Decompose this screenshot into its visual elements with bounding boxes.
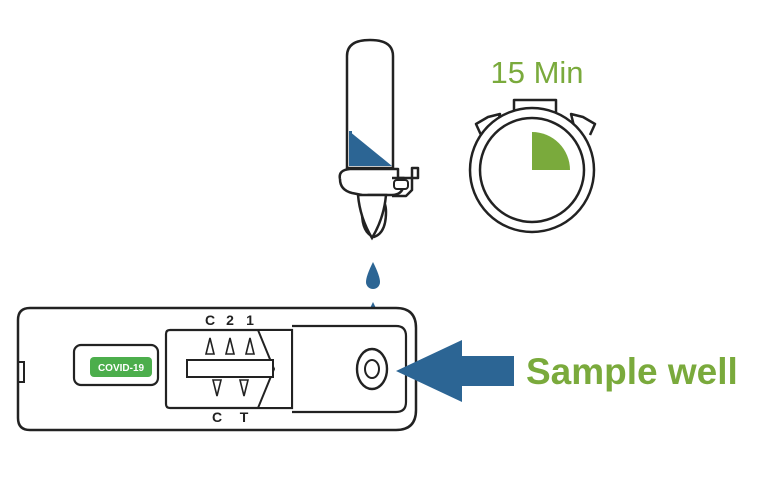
- sample-well-inner: [364, 359, 380, 379]
- bottom-mark-label-1: C: [212, 409, 222, 425]
- stopwatch-elapsed-wedge: [532, 132, 570, 170]
- top-mark-label-3: 1: [246, 312, 254, 328]
- top-mark-arrow-1: [204, 337, 216, 355]
- dropper-nozzle: [356, 193, 388, 241]
- covid-badge: [90, 357, 152, 377]
- dropper-liquid: [349, 131, 392, 166]
- stopwatch-icon: [468, 98, 597, 234]
- drop-1: [366, 262, 380, 289]
- sample-well-arrow: [396, 340, 514, 402]
- top-mark-label-1: C: [205, 312, 215, 328]
- dropper-clip: [392, 166, 420, 198]
- bottom-mark-arrow-1: [211, 379, 223, 397]
- top-mark-arrow-2: [224, 337, 236, 355]
- bottom-mark-label-2: T: [240, 409, 249, 425]
- dropper-tube: [345, 38, 395, 170]
- timer-label: 15 Min: [490, 55, 583, 90]
- top-mark-label-2: 2: [226, 312, 234, 328]
- stopwatch-right-button: [569, 112, 597, 136]
- top-mark-arrow-3: [244, 337, 256, 355]
- test-strip: [186, 359, 274, 378]
- dropper: [338, 38, 420, 241]
- covid-badge-label: COVID-19: [98, 363, 145, 374]
- sample-well-label: Sample well: [526, 351, 738, 392]
- bottom-mark-arrow-2: [238, 379, 250, 397]
